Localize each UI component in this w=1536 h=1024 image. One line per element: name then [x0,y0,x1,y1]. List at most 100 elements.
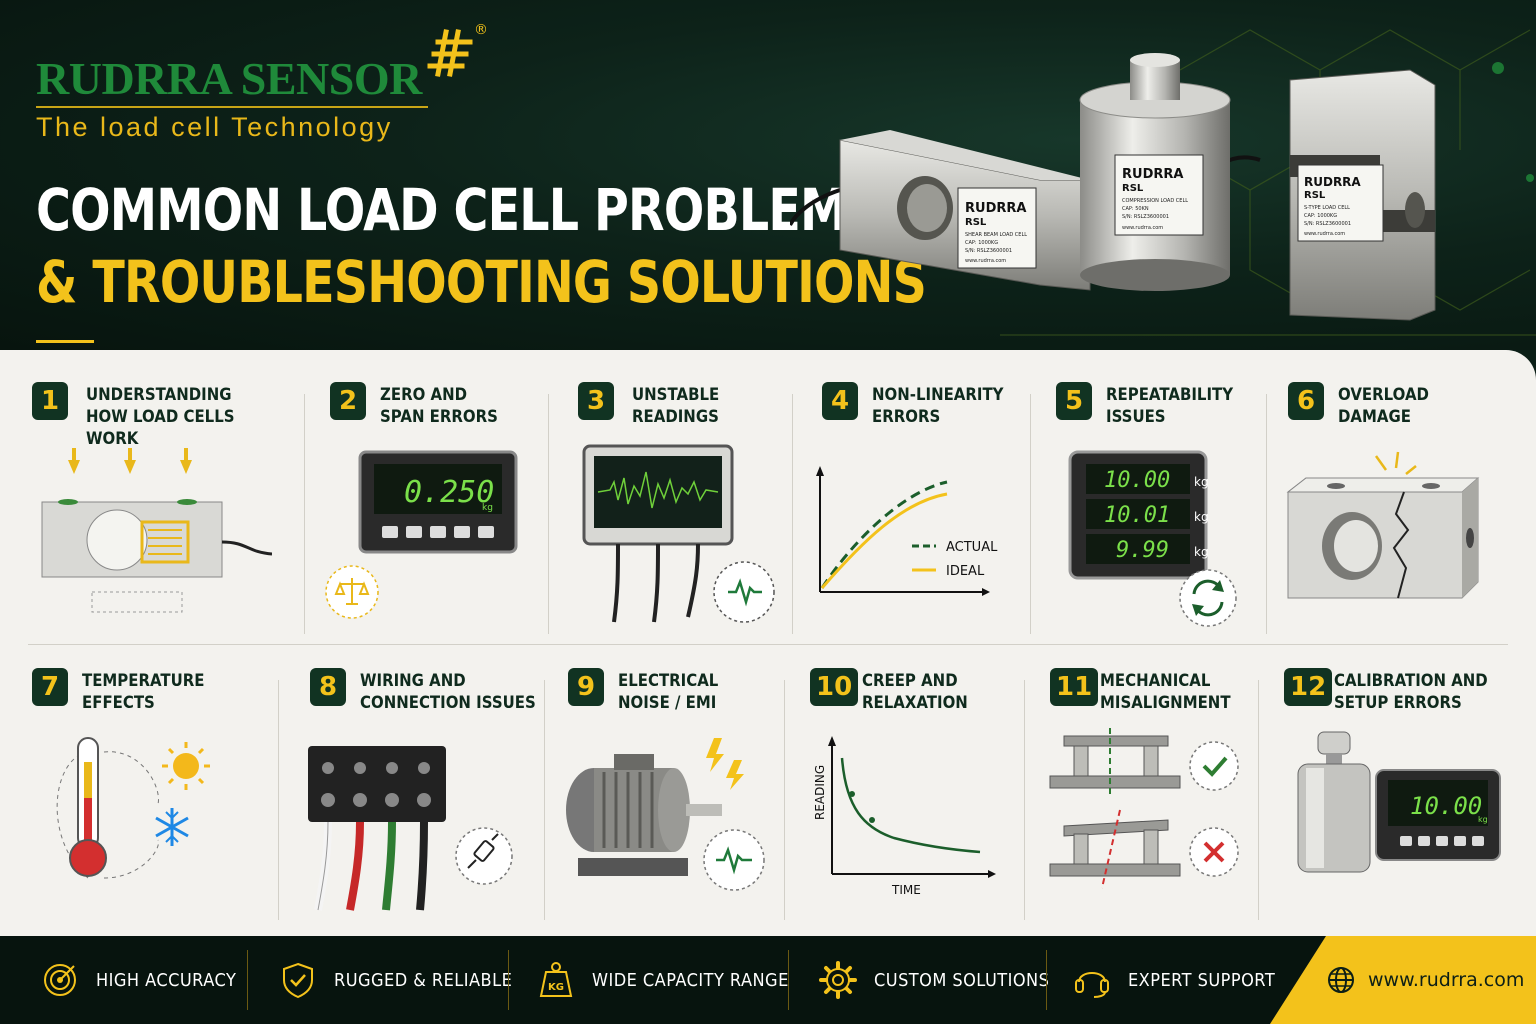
problem-number-badge: 3 [578,382,614,420]
legend-actual: ACTUAL [946,540,998,555]
problem-number-badge: 10 [810,668,859,706]
shear-beam-label-type: SHEAR BEAM LOAD CELL [965,232,1027,238]
unstable-signal-monitor-illustration [582,444,775,623]
feature-label: EXPERT SUPPORT [1128,969,1276,991]
indicator-unit: kg [482,503,493,513]
shear-beam-label-model: RSL [965,217,987,228]
problem-title: CALIBRATION AND SETUP ERRORS [1334,671,1488,713]
weighing-indicator-illustration: 0.250 kg [325,450,518,619]
problem-card-9: 9 ELECTRICAL NOISE / EMI [544,668,784,933]
sun-icon [162,742,210,790]
row-divider [28,644,1508,645]
problem-number-badge: 8 [310,668,346,706]
plug-connector-icon [467,833,499,869]
footer-divider [247,950,248,1010]
problem-number-badge: 5 [1056,382,1092,420]
problems-grid: 1 UNDERSTANDING HOW LOAD CELLS WORK 2 ZE… [0,350,1536,936]
compression-label-brand: RUDRRA [1122,167,1183,182]
mechanical-alignment-illustration [1049,728,1239,889]
problem-title: REPEATABILITY ISSUES [1106,385,1234,427]
problem-card-10: 10 CREEP AND RELAXATION READING TIME [784,668,1024,933]
website-link[interactable]: www.rudrra.com [1270,936,1536,1024]
problem-title: ELECTRICAL NOISE / EMI [618,671,719,713]
temperature-effects-illustration [56,737,210,879]
problem-number-badge: 1 [32,382,68,420]
non-linearity-graph-illustration: ACTUAL IDEAL [816,466,998,596]
creep-graph-illustration: READING TIME [813,736,996,897]
problem-card-5: 5 REPEATABILITY ISSUES 10.00 10.01 9.99 … [1030,382,1270,647]
problem-title: OVERLOAD DAMAGE [1338,385,1429,427]
compression-label-cap: CAP: 50KN [1122,206,1149,212]
misaligned-mount [1049,809,1181,889]
problem-card-2: 2 ZERO AND SPAN ERRORS 0.250 kg [304,382,544,647]
brand-grid-logo-icon: ® [427,22,486,77]
problem-number-badge: 11 [1050,668,1099,706]
s-type-label-model: RSL [1304,190,1326,201]
website-url[interactable]: www.rudrra.com [1368,969,1525,991]
feature-expert-support: EXPERT SUPPORT [1072,936,1292,1024]
header-banner: RUDRRA SENSOR ® The load cell Technology… [0,0,1536,350]
cross-mark-icon [1203,841,1225,863]
s-type-load-cell: RUDRRA RSL S-TYPE LOAD CELL CAP: 1000KG … [1289,69,1436,321]
legend-ideal: IDEAL [946,564,985,579]
feature-high-accuracy: HIGH ACCURACY [40,936,252,1024]
impact-icon [1374,451,1417,475]
weight-icon-text: KG [548,982,564,993]
thermometer-icon [69,737,107,877]
page-title-line-1: COMMON LOAD CELL PROBLEMS [36,176,881,244]
reading-3-unit: kg [1194,545,1209,559]
problem-title: ZERO AND SPAN ERRORS [380,385,498,427]
feature-wide-capacity: KG WIDE CAPACITY RANGE [536,936,811,1024]
calibration-weight-icon [1297,731,1371,873]
title-accent-rule [36,340,94,343]
overload-damage-illustration [1286,451,1480,599]
problem-title: CREEP AND RELAXATION [862,671,968,713]
page-title-line-2: & TROUBLESHOOTING SOLUTIONS [36,248,927,316]
reading-3: 9.99 [1116,538,1169,563]
s-type-label-sn: S/N: RSLZ3600001 [1304,221,1351,227]
snowflake-icon [155,808,189,846]
problem-title: TEMPERATURE EFFECTS [82,671,205,713]
headset-icon [1075,972,1109,998]
problem-number-badge: 12 [1284,668,1333,706]
globe-icon [1328,967,1354,993]
footer-divider [508,950,509,1010]
problem-title: UNSTABLE READINGS [632,385,720,427]
calibration-unit: kg [1478,815,1488,824]
target-icon [44,964,76,996]
refresh-icon [1192,579,1224,617]
problem-card-4: 4 NON-LINEARITY ERRORS ACTUAL IDEAL [792,382,1032,647]
s-type-label-cap: CAP: 1000KG [1304,213,1337,219]
footer-divider [1046,950,1047,1010]
waveform-icon [728,578,762,607]
feature-rugged-reliable: RUGGED & RELIABLE [278,936,532,1024]
problem-number-badge: 2 [330,382,366,420]
compression-label-type: COMPRESSION LOAD CELL [1122,198,1188,204]
problem-card-8: 8 WIRING AND CONNECTION ISSUES [278,668,536,933]
shear-beam-label-sn: S/N: RSLZ3600001 [965,248,1012,254]
reading-1: 10.00 [1104,468,1170,493]
shield-check-icon [283,962,313,999]
terminal-block-wiring-illustration [308,746,513,911]
compression-load-cell: RUDRRA RSL COMPRESSION LOAD CELL CAP: 50… [1079,53,1231,291]
problem-card-6: 6 OVERLOAD DAMAGE [1266,382,1506,647]
problem-number-badge: 4 [822,382,858,420]
problem-number-badge: 7 [32,668,68,706]
registered-mark: ® [474,22,486,38]
problem-number-badge: 6 [1288,382,1324,420]
strain-gauge-load-cell-illustration [41,448,272,613]
calibration-weight-illustration: 10.00 kg [1297,731,1501,873]
problem-card-7: 7 TEMPERATURE EFFECTS [32,668,272,933]
scale-balance-icon [334,578,370,605]
footer-divider [788,950,789,1010]
shear-beam-load-cell: RUDRRA RSL SHEAR BEAM LOAD CELL CAP: 100… [839,130,1112,291]
waveform-icon [716,846,752,875]
problem-title: NON-LINEARITY ERRORS [872,385,1004,427]
feature-custom-solutions: CUSTOM SOLUTIONS [818,936,1069,1024]
compression-label-model: RSL [1122,183,1144,194]
brand-name: RUDRRA SENSOR [36,53,422,104]
compression-label-web: www.rudrra.com [1122,225,1163,231]
aligned-mount [1049,728,1181,798]
compression-label-sn: S/N: RSLZ3600001 [1122,214,1169,220]
reading-1-unit: kg [1194,475,1209,489]
